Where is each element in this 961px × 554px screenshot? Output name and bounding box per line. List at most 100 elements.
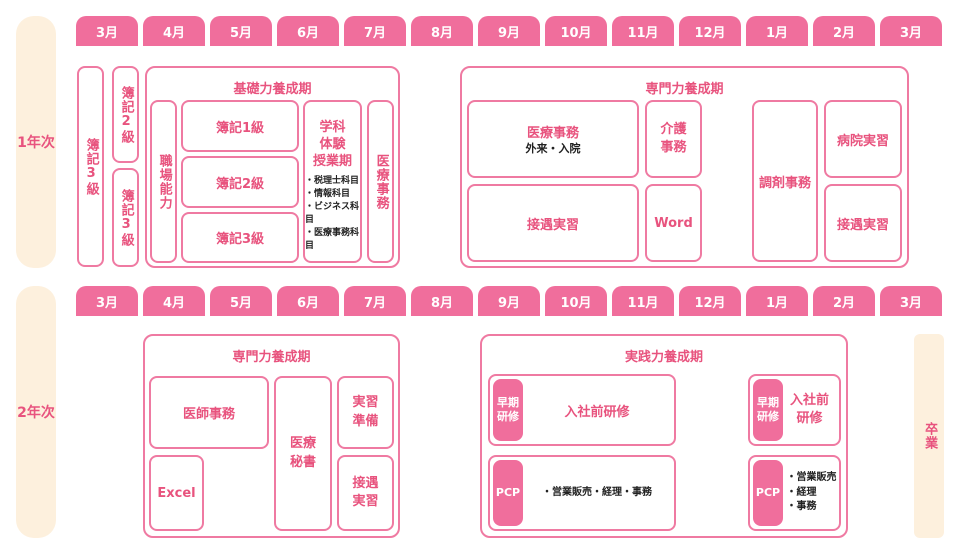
y1-month-7: 10月 xyxy=(545,16,607,46)
boki3-small: 簿記3級 xyxy=(112,168,139,267)
right-nyusha-line2: 研修 xyxy=(796,411,823,426)
boki2-label: 簿記2級 xyxy=(215,176,265,192)
kaigo-line1: 介護 xyxy=(660,121,687,137)
setsugu-line2-y2: 実習 xyxy=(352,494,379,509)
y2-month-12: 3月 xyxy=(880,286,942,316)
souki-line1: 早期 xyxy=(497,395,519,409)
y1-month-4: 7月 xyxy=(344,16,406,46)
y2-month-7: 10月 xyxy=(545,286,607,316)
y2-month-10: 1月 xyxy=(746,286,808,316)
iryo-jimu-label: 医療事務 xyxy=(526,125,579,141)
y2-month-6: 9月 xyxy=(478,286,540,316)
subject-item: ・ビジネス科目 xyxy=(305,201,360,225)
pcp-desc: ・営業販売・経理・事務 xyxy=(542,486,652,498)
y1-month-6: 9月 xyxy=(478,16,540,46)
shokuba-label: 職場能力 xyxy=(156,153,172,210)
byoin-label: 病院実習 xyxy=(836,133,889,149)
jisshu-line2: 準備 xyxy=(352,413,379,429)
hisho-line1: 医療 xyxy=(289,436,316,452)
ishi-label: 医師事務 xyxy=(182,407,235,422)
boki1-label: 簿記1級 xyxy=(215,120,265,136)
excel-box: Excel xyxy=(149,455,204,531)
y1-month-0: 3月 xyxy=(76,16,138,46)
ishi-box: 医師事務 xyxy=(149,376,269,449)
setsugu-box-y1: 接遇実習 xyxy=(467,184,639,262)
boki3-box: 簿記3級 xyxy=(181,212,299,263)
boki1-box: 簿記1級 xyxy=(181,100,299,152)
subject-item: ・税理士科目 xyxy=(305,175,360,186)
gakka-title: 学科 体験 授業期 xyxy=(313,120,352,171)
chozai-label: 調剤事務 xyxy=(758,175,811,191)
hisho-line2: 秘書 xyxy=(289,454,316,470)
setsugu2-label-y1: 接遇実習 xyxy=(836,217,889,233)
right-pcp-pill-label: PCP xyxy=(755,485,781,499)
boki2-box: 簿記2級 xyxy=(181,156,299,208)
gakka-line1: 学科 xyxy=(319,120,346,135)
jisshu-box: 実習 準備 xyxy=(337,376,394,449)
gakka-subjects: ・税理士科目 ・情報科目 ・ビジネス科目 ・医療事務科目 xyxy=(305,175,360,253)
kaigo-line2: 事務 xyxy=(660,140,687,155)
jisshu-line1: 実習 xyxy=(352,395,379,411)
y2-month-5: 8月 xyxy=(411,286,473,316)
excel-label: Excel xyxy=(157,485,196,501)
specialty-title-y1: 専門力養成期 xyxy=(645,82,724,97)
y2-month-3: 6月 xyxy=(277,286,339,316)
gakka-box: 学科 体験 授業期 ・税理士科目 ・情報科目 ・ビジネス科目 ・医療事務科目 xyxy=(303,100,362,263)
year2-band: 2年次 xyxy=(16,286,56,538)
y2-month-4: 7月 xyxy=(344,286,406,316)
specialty-title-y2: 専門力養成期 xyxy=(232,350,311,365)
word-box: Word xyxy=(645,184,702,262)
pcp-pill: PCP xyxy=(493,460,523,526)
y2-month-0: 3月 xyxy=(76,286,138,316)
right-souki-pill: 早期 研修 xyxy=(753,379,783,441)
year2-label: 2年次 xyxy=(17,405,55,421)
setsugu2-box-y1: 接遇実習 xyxy=(824,184,902,262)
souki-line2: 研修 xyxy=(497,410,519,423)
y1-month-5: 8月 xyxy=(411,16,473,46)
byoin-box: 病院実習 xyxy=(824,100,902,178)
right-nyusha-line1: 入社前 xyxy=(789,392,829,408)
right-pcp-item: ・経理 xyxy=(786,486,817,498)
right-pcp-items: ・営業販売 ・経理 ・事務 xyxy=(787,471,837,515)
iryo-vert-box: 医療事務 xyxy=(367,100,394,263)
souki-pill: 早期 研修 xyxy=(493,379,523,441)
subject-item: ・医療事務科目 xyxy=(305,227,360,251)
right-souki-line1: 早期 xyxy=(757,395,779,409)
y2-month-8: 11月 xyxy=(612,286,674,316)
year1-label: 1年次 xyxy=(17,135,55,151)
shokuba-box: 職場能力 xyxy=(150,100,177,263)
right-pcp-pill: PCP xyxy=(753,460,783,526)
y2-month-11: 2月 xyxy=(813,286,875,316)
y1-month-2: 5月 xyxy=(210,16,272,46)
gakka-line3: 授業期 xyxy=(312,153,352,169)
iryo-jimu-box: 医療事務 外来・入院 xyxy=(467,100,639,178)
graduation-label: 卒業 xyxy=(922,422,938,450)
y1-month-3: 6月 xyxy=(277,16,339,46)
y1-month-10: 1月 xyxy=(746,16,808,46)
hisho-box: 医療 秘書 xyxy=(274,376,332,531)
y1-month-12: 3月 xyxy=(880,16,942,46)
word-label: Word xyxy=(654,215,693,231)
y2-month-9: 12月 xyxy=(679,286,741,316)
boki3-small-label: 簿記3級 xyxy=(118,188,134,247)
boki3-tall: 簿記3級 xyxy=(77,66,104,267)
setsugu-label-y1: 接遇実習 xyxy=(526,217,579,233)
graduation-band: 卒業 xyxy=(914,334,944,538)
year1-band: 1年次 xyxy=(16,16,56,268)
right-nyusha-text: 入社前 研修 xyxy=(790,392,829,428)
chozai-box: 調剤事務 xyxy=(752,100,818,262)
iryo-jimu-sub: 外来・入院 xyxy=(525,141,581,155)
y2-month-1: 4月 xyxy=(143,286,205,316)
y1-month-9: 12月 xyxy=(679,16,741,46)
y2-month-2: 5月 xyxy=(210,286,272,316)
practice-title: 実践力養成期 xyxy=(624,350,703,365)
boki2-small-label: 簿記2級 xyxy=(118,85,134,144)
right-pcp-item: ・営業販売 xyxy=(786,472,837,484)
right-pcp-item: ・事務 xyxy=(786,501,817,513)
foundation-title: 基礎力養成期 xyxy=(233,82,312,97)
right-souki-line2: 研修 xyxy=(757,410,779,423)
y1-month-8: 11月 xyxy=(612,16,674,46)
pcp-pill-label: PCP xyxy=(495,485,521,499)
